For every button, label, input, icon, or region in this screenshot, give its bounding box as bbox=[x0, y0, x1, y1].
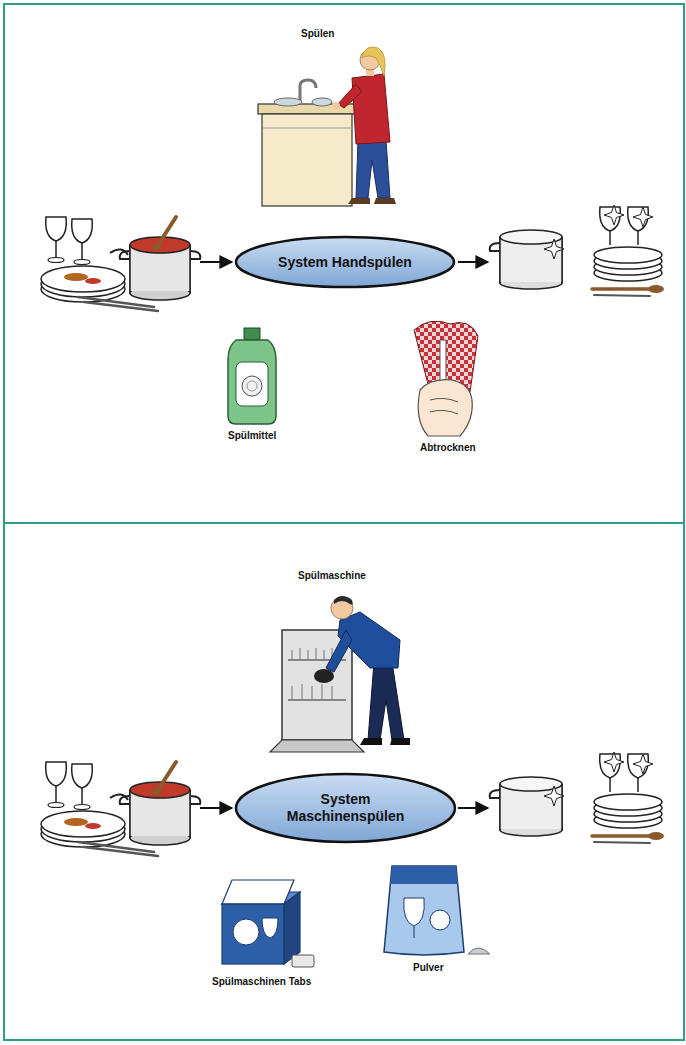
item-label: Spülmittel bbox=[228, 430, 276, 442]
detergent-bottle bbox=[228, 328, 276, 424]
flow-arrow bbox=[200, 807, 232, 809]
tabs-box bbox=[222, 880, 314, 967]
clean-dishes bbox=[490, 752, 664, 843]
flow-arrow bbox=[200, 261, 232, 263]
clean-dishes bbox=[490, 205, 664, 296]
hand-drying bbox=[414, 321, 478, 436]
system-ellipse: System Handspülen bbox=[234, 235, 456, 289]
system-name: System Maschinenspülen bbox=[276, 791, 416, 825]
flow-arrow bbox=[458, 807, 488, 809]
item-label: Spülmaschine bbox=[298, 570, 366, 582]
woman-at-sink bbox=[258, 47, 396, 206]
dirty-dishes bbox=[41, 217, 200, 311]
item-label: Spülmaschinen Tabs bbox=[212, 976, 311, 988]
item-label: Spülen bbox=[301, 28, 334, 40]
powder-bag bbox=[384, 866, 490, 955]
item-label: Pulver bbox=[413, 962, 444, 974]
system-name: System Handspülen bbox=[278, 254, 412, 271]
dirty-dishes bbox=[41, 762, 200, 856]
panel-frame bbox=[4, 523, 684, 1040]
system-ellipse: System Maschinenspülen bbox=[234, 772, 457, 844]
man-at-dishwasher bbox=[270, 596, 410, 752]
flow-arrow bbox=[458, 261, 488, 263]
panel-frame bbox=[4, 4, 684, 523]
item-label: Abtrocknen bbox=[420, 442, 476, 454]
